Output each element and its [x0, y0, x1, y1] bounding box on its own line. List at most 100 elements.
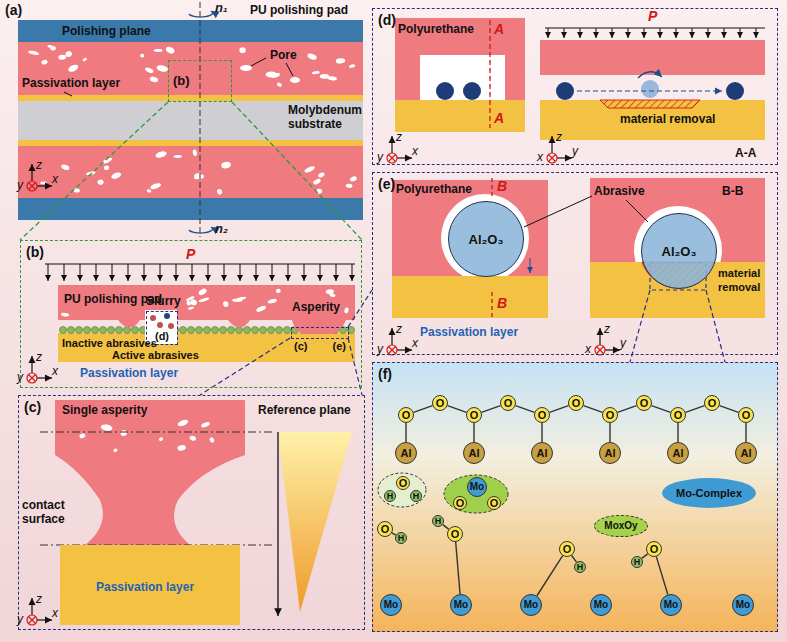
node-text: H — [577, 563, 584, 572]
node-text: O — [650, 544, 659, 555]
node-text: (d) — [378, 13, 396, 27]
bond-line — [745, 423, 746, 442]
abrasive-particle: Al₂O₃ — [641, 213, 717, 289]
axis-label: z — [396, 322, 402, 336]
panel-frame: (b)(d)(c)(e) — [20, 240, 362, 388]
part-label: PU polishing pad — [250, 3, 348, 17]
node-text: MoxOy — [604, 521, 637, 531]
axis-label: y — [572, 144, 578, 158]
part-label: Passivation layer — [420, 325, 518, 339]
bond-line — [642, 554, 648, 558]
oxide-ellipse: MoxOy — [594, 515, 648, 537]
node-text: H — [387, 492, 394, 501]
node-text: (e) — [378, 177, 395, 191]
oxygen-atom: O — [432, 395, 448, 411]
bond-line — [652, 406, 671, 413]
aluminium-atom: Al — [735, 442, 757, 464]
molybdenum-atom: Mo — [590, 594, 612, 616]
part-label: material removal — [620, 112, 715, 126]
molybdenum-atom: Mo — [660, 594, 682, 616]
node-text: O — [538, 410, 547, 421]
bond-line — [537, 556, 563, 596]
part-label: Reference plane — [258, 403, 351, 417]
axis-label: x — [52, 172, 58, 186]
hydrogen-atom: H — [384, 490, 396, 502]
abrasive-particle: Al₂O₃ — [448, 201, 524, 277]
axis-label: x — [412, 336, 418, 350]
oxygen-atom: O — [466, 407, 482, 423]
axis-label: z — [36, 158, 42, 172]
node-text: H — [634, 558, 641, 567]
node-text: Al — [401, 448, 412, 459]
zoom-box: (b) — [168, 60, 232, 102]
oxygen-atom: O — [602, 407, 618, 423]
molybdenum-atom: Mo — [467, 477, 487, 497]
oxygen-atom: O — [534, 407, 550, 423]
axis-label: y — [17, 370, 23, 384]
part-label: Polishing plane — [62, 24, 151, 38]
node-text: H — [413, 492, 420, 501]
part-label: Polyurethane — [398, 22, 474, 36]
axis-label: x — [52, 606, 58, 620]
bond-line — [516, 406, 535, 413]
axis-label: z — [556, 130, 562, 144]
node-text: (e) — [333, 341, 346, 352]
aluminium-atom: Al — [531, 442, 553, 464]
node-text: Al₂O₃ — [662, 245, 697, 258]
node-text: Mo — [454, 600, 468, 610]
node-text: O — [381, 524, 390, 535]
panel-frame: (c) — [18, 395, 365, 630]
node-text: O — [504, 398, 513, 409]
axis-label: z — [36, 592, 42, 606]
node-text: O — [490, 498, 499, 509]
hydrogen-atom: H — [574, 561, 586, 573]
oxygen-atom: O — [396, 476, 410, 490]
node-text: Al — [469, 448, 480, 459]
oxygen-atom: O — [636, 395, 652, 411]
node-text: Al — [537, 448, 548, 459]
molybdenum-atom: Mo — [380, 594, 402, 616]
node-text: O — [470, 410, 479, 421]
axis-label: z — [396, 130, 402, 144]
node-text: (c) — [294, 341, 307, 352]
oxygen-atom: O — [670, 407, 686, 423]
node-text: Al — [741, 448, 752, 459]
complex-ellipse: Mo-Complex — [662, 478, 757, 508]
hydrogen-atom: H — [432, 515, 444, 527]
part-label: A — [494, 110, 504, 126]
bond-line — [456, 542, 460, 594]
node-text: Mo — [664, 600, 678, 610]
bond-line — [550, 406, 569, 413]
axis-label: y — [620, 336, 626, 350]
part-label: P — [648, 8, 657, 24]
part-label: Single asperity — [62, 403, 147, 417]
bond-line — [482, 406, 501, 413]
oxygen-atom: O — [738, 407, 754, 423]
node-text: Mo — [524, 600, 538, 610]
axis-label: x — [412, 144, 418, 158]
axis-label: y — [17, 612, 23, 626]
part-label: B-B — [722, 184, 743, 198]
part-label: Passivation layer — [22, 76, 120, 90]
node-text: O — [572, 398, 581, 409]
node-text: O — [456, 498, 465, 509]
node-text: O — [436, 398, 445, 409]
oxygen-atom: O — [704, 395, 720, 411]
node-text: Mo — [736, 600, 750, 610]
part-label: Passivation layer — [80, 366, 178, 380]
oxygen-atom: O — [447, 526, 463, 542]
node-text: O — [606, 410, 615, 421]
part-label: Polyurethane — [396, 182, 472, 196]
part-label: B — [497, 178, 507, 194]
node-text: Mo — [594, 600, 608, 610]
part-label: material removal — [718, 266, 766, 294]
node-text: Mo — [470, 482, 484, 492]
axis-label: z — [604, 322, 610, 336]
oxygen-atom: O — [453, 496, 467, 510]
part-label: Molybdenum substrate — [288, 103, 362, 131]
hydrogen-atom: H — [631, 556, 643, 568]
node-text: Al — [605, 448, 616, 459]
aluminium-atom: Al — [463, 442, 485, 464]
part-label: Pore — [270, 48, 297, 62]
